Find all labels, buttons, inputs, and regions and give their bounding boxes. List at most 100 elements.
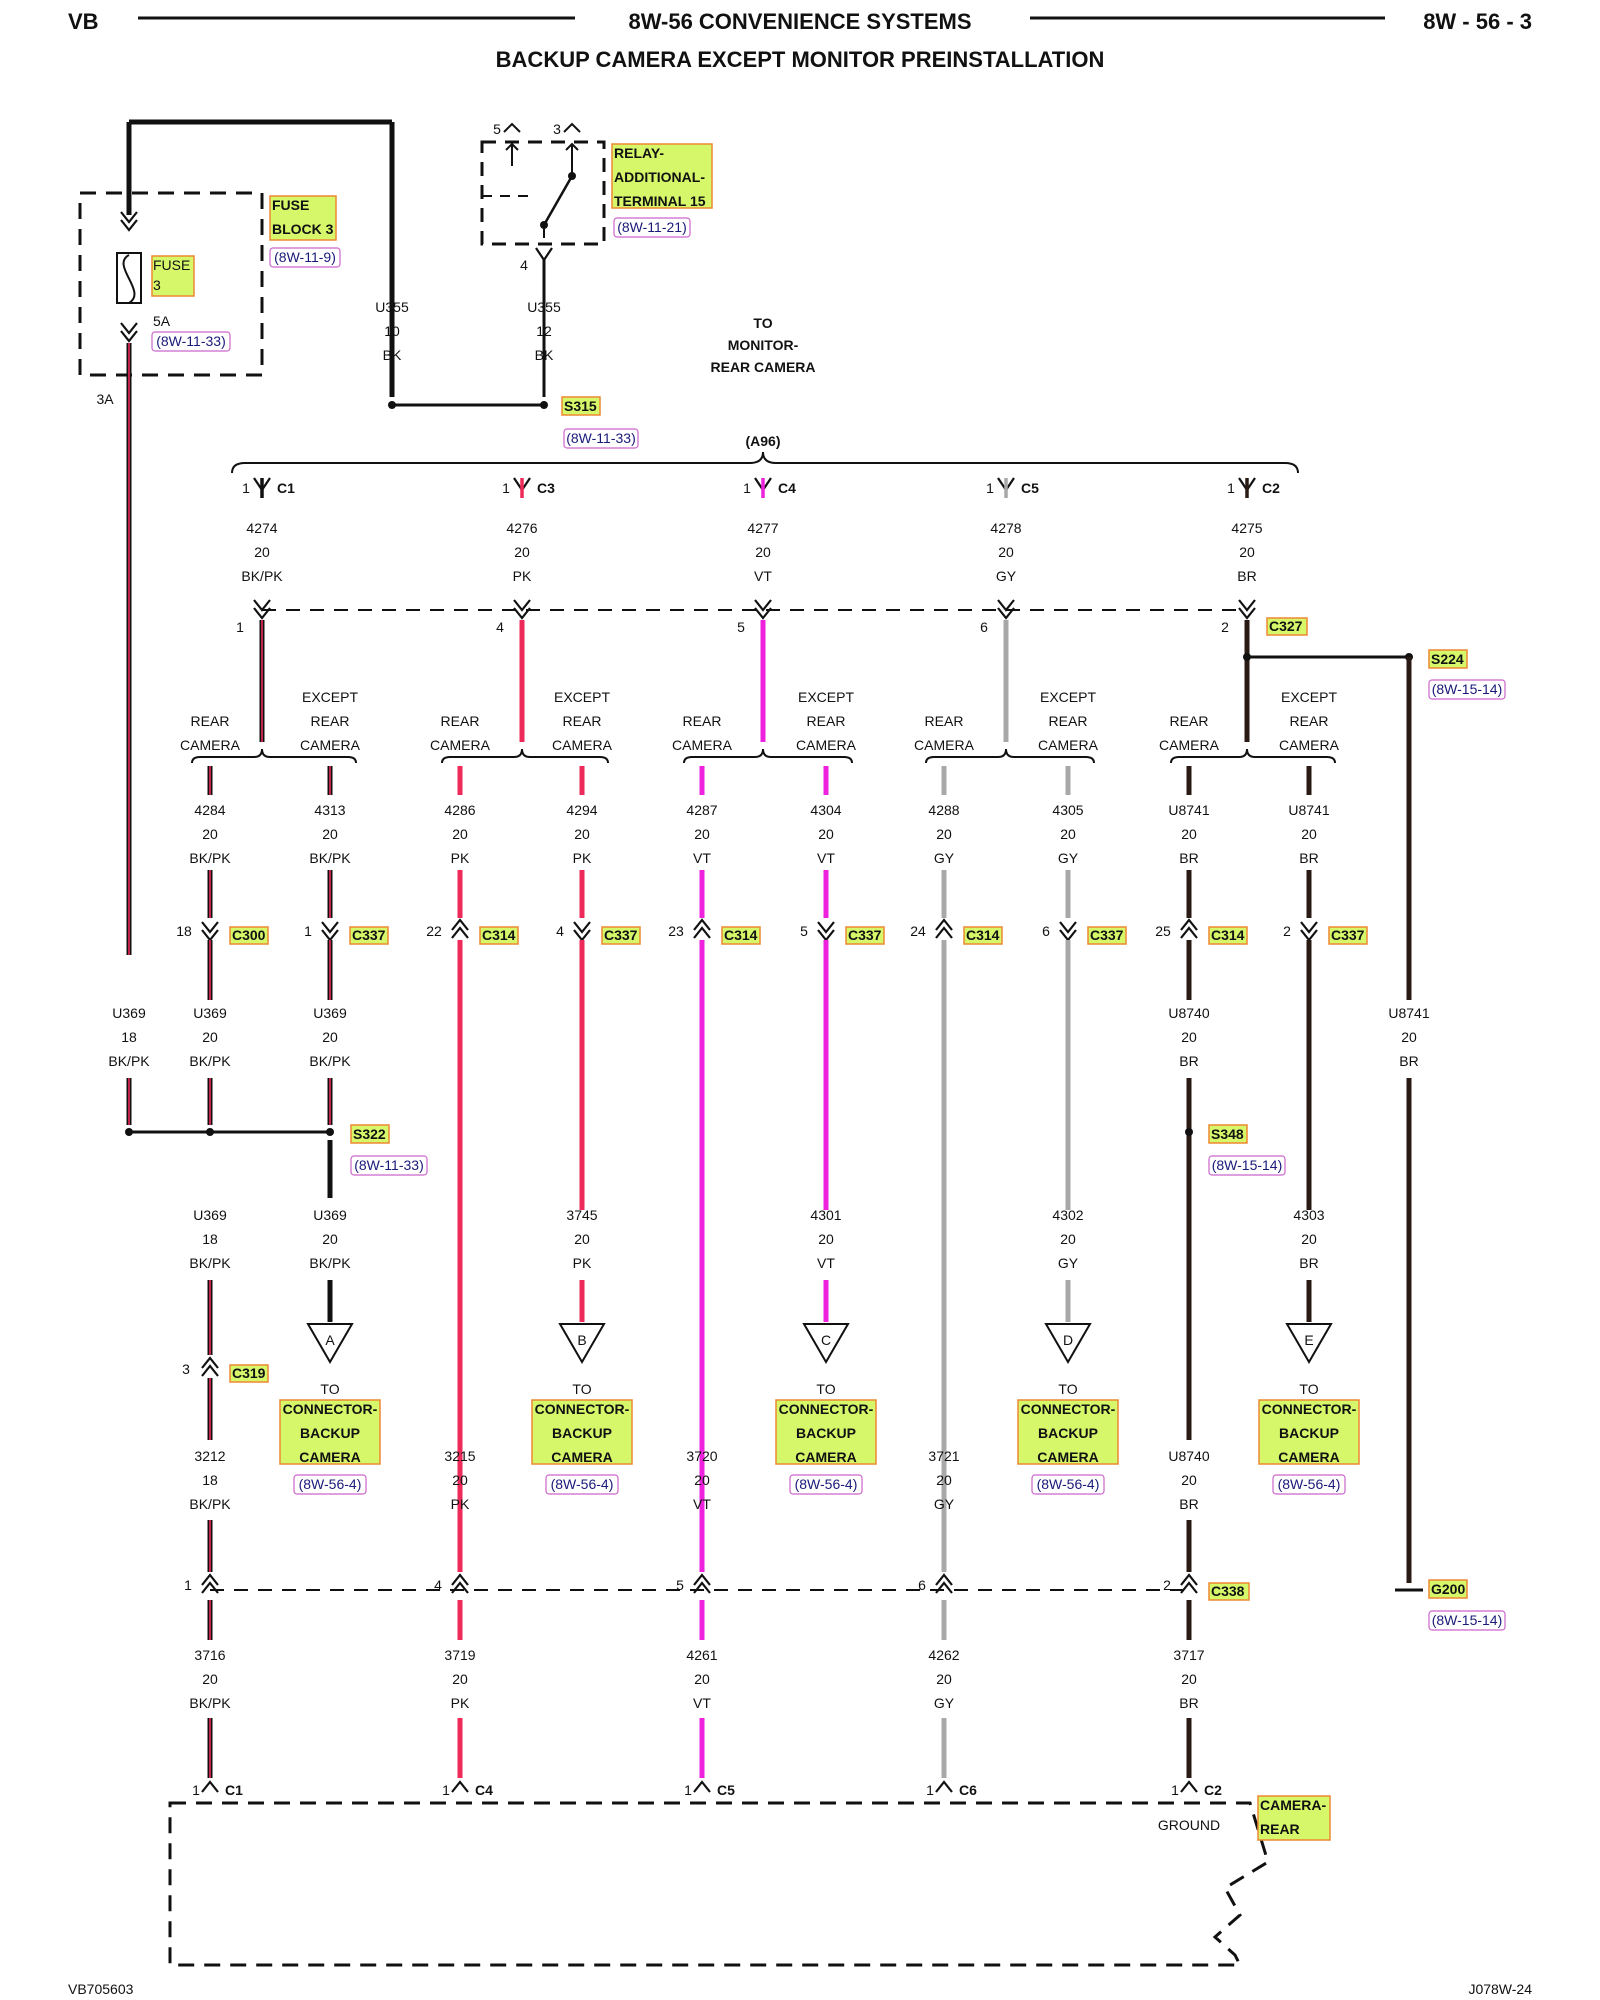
fuse-connector-icon bbox=[120, 330, 138, 343]
c314-connector-icon bbox=[451, 918, 469, 931]
to-monitor-label: REAR CAMERA bbox=[711, 359, 816, 375]
option-brace bbox=[191, 748, 357, 764]
connector-label: CAMERA bbox=[795, 1449, 856, 1465]
u8741-ground-label: 20 bbox=[1401, 1029, 1417, 1045]
connector-highlight bbox=[531, 1399, 633, 1465]
camera-label: CAMERA- bbox=[1260, 1797, 1326, 1813]
except-conn-label: C337 bbox=[352, 927, 386, 943]
rear-branch-wire-label: GY bbox=[934, 850, 955, 866]
a96-pin-number: 1 bbox=[1227, 480, 1235, 496]
connector-label: CONNECTOR- bbox=[535, 1401, 630, 1417]
to-monitor-label: MONITOR- bbox=[728, 337, 799, 353]
c319-label: C319 bbox=[232, 1365, 266, 1381]
c319-pin: 3 bbox=[182, 1361, 190, 1377]
camera-pin-fork-icon bbox=[1180, 1780, 1198, 1793]
option-rear-label: CAMERA bbox=[914, 737, 975, 753]
except-branch-wire-label: GY bbox=[1058, 850, 1079, 866]
fuse-connector-icon bbox=[120, 219, 138, 232]
option-rear-label: CAMERA bbox=[672, 737, 733, 753]
except-conn-pin: 1 bbox=[304, 923, 312, 939]
connector-label: CAMERA bbox=[299, 1449, 360, 1465]
u369-c337-label: BK/PK bbox=[309, 1053, 351, 1069]
except-lower-wire-label: GY bbox=[1058, 1255, 1079, 1271]
connector-to-label: TO bbox=[816, 1381, 835, 1397]
a96-wire-label: 4276 bbox=[506, 520, 537, 536]
c338-connector-icon bbox=[201, 1573, 219, 1586]
c338-connector-icon bbox=[1180, 1581, 1198, 1594]
a96-wire-label: 4274 bbox=[246, 520, 277, 536]
lower-wire-label: BR bbox=[1179, 1496, 1198, 1512]
rear-branch-wire-label: 20 bbox=[1181, 826, 1197, 842]
off-page-letter: B bbox=[577, 1332, 586, 1348]
rear-conn-label: C314 bbox=[966, 927, 1000, 943]
except-lower-wire-label: 3745 bbox=[566, 1207, 597, 1223]
rear-branch-wire-label: 20 bbox=[694, 826, 710, 842]
rear-conn-highlight bbox=[721, 926, 761, 945]
c338-connector-icon bbox=[935, 1573, 953, 1586]
connector-label: CONNECTOR- bbox=[1262, 1401, 1357, 1417]
camera-highlight bbox=[1257, 1795, 1331, 1841]
except-lower-wire-label: VT bbox=[817, 1255, 835, 1271]
connector-label: CONNECTOR- bbox=[779, 1401, 874, 1417]
lower-wire-label: U8740 bbox=[1168, 1448, 1209, 1464]
relay-highlight bbox=[611, 143, 713, 209]
c327-connector-icon bbox=[513, 607, 531, 620]
c327-connector-icon bbox=[1238, 599, 1256, 612]
lower-wire-label: PK bbox=[451, 1496, 470, 1512]
connector-label: CAMERA bbox=[1037, 1449, 1098, 1465]
lower-wire-label: 18 bbox=[202, 1472, 218, 1488]
fuse-connector-icon bbox=[120, 322, 138, 335]
a96-pin-number: 1 bbox=[242, 480, 250, 496]
camera-outline bbox=[168, 1801, 1270, 1967]
connector-to-label: TO bbox=[1299, 1381, 1318, 1397]
u369-c300-label: U369 bbox=[193, 1005, 227, 1021]
c338-pin: 2 bbox=[1163, 1577, 1171, 1593]
fuse-block-outline bbox=[78, 191, 264, 377]
final-wire-label: 20 bbox=[936, 1671, 952, 1687]
final-wire-label: 3716 bbox=[194, 1647, 225, 1663]
rear-branch-wire-label: U8741 bbox=[1168, 802, 1209, 818]
camera-pin-fork-icon bbox=[935, 1780, 953, 1793]
connector-label: BACKUP bbox=[1279, 1425, 1339, 1441]
c337-connector-icon bbox=[1059, 921, 1077, 934]
c338-pin: 1 bbox=[184, 1577, 192, 1593]
relay-contact-arrow-icon bbox=[505, 142, 519, 151]
final-wire-label: 20 bbox=[452, 1671, 468, 1687]
rear-branch-wire-label: BR bbox=[1179, 850, 1198, 866]
except-branch-wire-label: U8741 bbox=[1288, 802, 1329, 818]
final-wire-label: 4262 bbox=[928, 1647, 959, 1663]
option-brace bbox=[1170, 748, 1336, 764]
u369-lower-label: U369 bbox=[193, 1207, 227, 1223]
footer-right: J078W-24 bbox=[1468, 1981, 1532, 1997]
lower-wire-label: 20 bbox=[452, 1472, 468, 1488]
s224-ref-box bbox=[1428, 679, 1506, 700]
camera-pin-number: 1 bbox=[192, 1782, 200, 1798]
c327-connector-icon bbox=[754, 599, 772, 612]
c338-label: C338 bbox=[1211, 1583, 1245, 1599]
except-conn-pin: 5 bbox=[800, 923, 808, 939]
final-wire-label: BK/PK bbox=[189, 1695, 231, 1711]
connector-label: BACKUP bbox=[300, 1425, 360, 1441]
s315-highlight bbox=[561, 396, 601, 416]
c327-connector-icon bbox=[513, 599, 531, 612]
c338-connector-icon bbox=[693, 1573, 711, 1586]
a96-wire-label: BR bbox=[1237, 568, 1256, 584]
option-rear-label: CAMERA bbox=[430, 737, 491, 753]
s322-ref-box bbox=[350, 1155, 428, 1176]
rear-conn-pin: 25 bbox=[1155, 923, 1171, 939]
a96-cavity: C1 bbox=[277, 480, 295, 496]
camera-pin-number: 1 bbox=[1171, 1782, 1179, 1798]
except-branch-wire-label: 4294 bbox=[566, 802, 597, 818]
final-wire-label: 3719 bbox=[444, 1647, 475, 1663]
rear-conn-label: C314 bbox=[482, 927, 516, 943]
c327-pin-number: 5 bbox=[737, 619, 745, 635]
camera-pin-fork-icon bbox=[693, 1780, 711, 1793]
u355-right-label: 12 bbox=[536, 323, 552, 339]
s348-ref-box bbox=[1208, 1155, 1286, 1176]
rear-branch-wire-label: 20 bbox=[452, 826, 468, 842]
except-lower-wire-label: 4302 bbox=[1052, 1207, 1083, 1223]
s224-ref: (8W-15-14) bbox=[1432, 681, 1503, 697]
lower-wire-label: 20 bbox=[1181, 1472, 1197, 1488]
fuse-ref-box bbox=[151, 331, 231, 352]
except-lower-wire-label: 20 bbox=[818, 1231, 834, 1247]
